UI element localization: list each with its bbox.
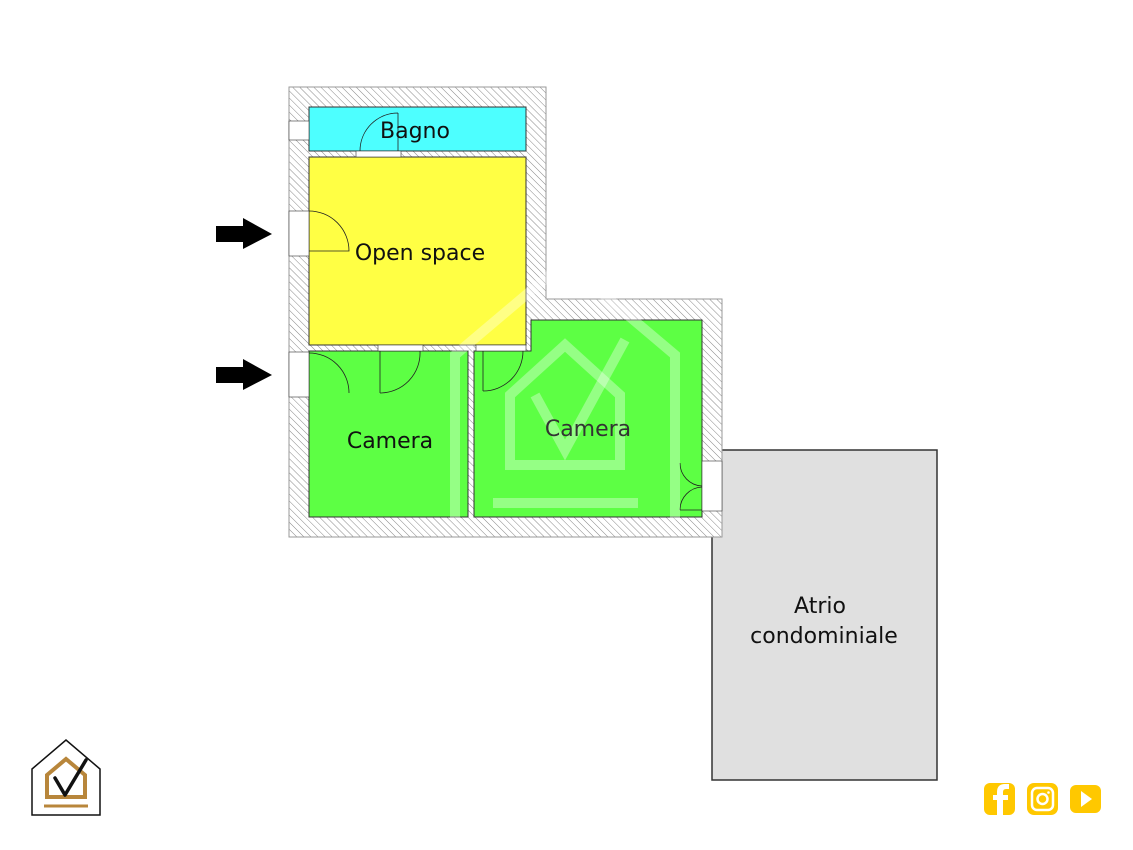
window-bagno	[288, 120, 310, 141]
room-camera-1	[308, 350, 469, 518]
room-label-camera-2: Camera	[545, 417, 631, 442]
door-bagno	[355, 150, 402, 158]
door-to-atrio	[701, 460, 723, 512]
room-camera-2	[473, 319, 703, 518]
youtube-icon[interactable]	[1070, 785, 1101, 813]
watermark-logo	[450, 255, 680, 520]
room-label-bagno: Bagno	[380, 119, 450, 144]
door-swings	[308, 112, 703, 511]
door-camera-2	[475, 344, 527, 352]
room-label-open-space: Open space	[355, 241, 485, 266]
room-label-atrio-line2: condominiale	[750, 624, 898, 649]
entrance-arrow-icon	[216, 218, 272, 249]
entrance-door-camera	[288, 351, 310, 398]
instagram-icon[interactable]	[1027, 783, 1058, 815]
room-atrio	[711, 449, 938, 781]
entrance-door-open-space	[288, 210, 310, 257]
house-check-logo	[31, 739, 101, 816]
room-label-atrio-line1: Atrio	[794, 594, 846, 619]
entrance-arrow-icon	[216, 359, 272, 390]
facebook-icon[interactable]	[984, 783, 1015, 815]
door-camera-1	[377, 344, 424, 352]
room-bagno	[308, 106, 527, 152]
room-label-camera-1: Camera	[347, 429, 433, 454]
